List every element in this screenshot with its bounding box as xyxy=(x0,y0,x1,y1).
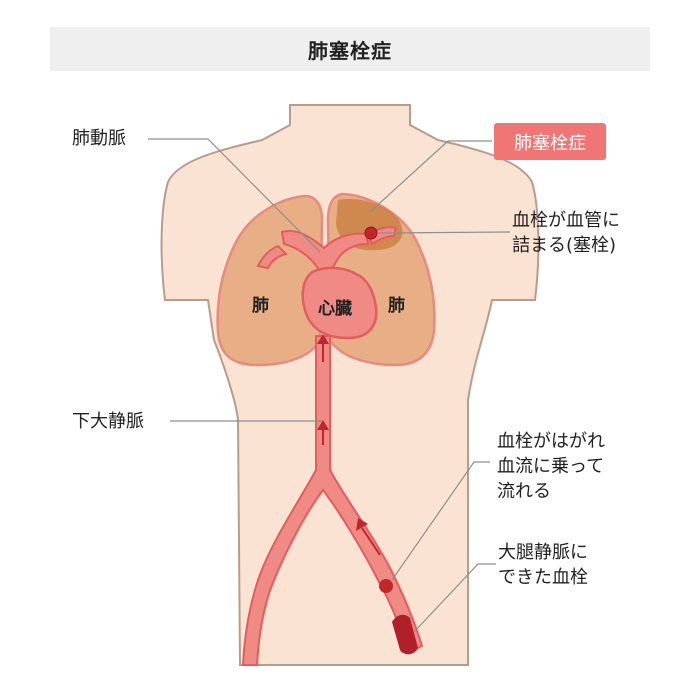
inferior-vena-cava xyxy=(241,335,424,666)
pulmonary-artery xyxy=(280,230,370,273)
leader-condition xyxy=(369,140,492,213)
leader-clot-blocks xyxy=(377,231,511,234)
heart xyxy=(301,266,378,340)
label-clot-travels: 血栓がはがれ 血流に乗って 流れる xyxy=(497,431,605,502)
title-bar: 肺塞栓症 xyxy=(50,27,650,71)
traveling-clot xyxy=(379,579,393,593)
flow-arrow-femoral xyxy=(356,518,381,556)
label-lung-left: 肺 xyxy=(252,296,269,316)
label-lung-right: 肺 xyxy=(388,296,405,316)
label-clot-blocks: 血栓が血管に 詰まる(塞栓) xyxy=(512,210,620,256)
flow-arrow-ivc-upper xyxy=(317,334,329,362)
leader-femoral-clot xyxy=(413,563,496,633)
body-silhouette xyxy=(160,104,540,666)
femoral-vein-clot xyxy=(392,614,418,655)
embolus-clot xyxy=(364,226,378,240)
page-title: 肺塞栓症 xyxy=(308,38,392,63)
condition-badge: 肺塞栓症 xyxy=(494,123,606,160)
leader-pulmonary-artery xyxy=(148,138,321,253)
pulmonary-artery-branch-left xyxy=(256,244,288,270)
label-inferior-vena-cava: 下大静脈 xyxy=(72,411,144,432)
leader-clot-travels xyxy=(391,461,490,581)
label-pulmonary-artery: 肺動脈 xyxy=(72,128,126,149)
label-femoral-clot: 大腿静脈に できた血栓 xyxy=(498,542,588,588)
flow-arrow-ivc-lower xyxy=(317,420,329,445)
label-heart: 心臓 xyxy=(318,299,352,319)
